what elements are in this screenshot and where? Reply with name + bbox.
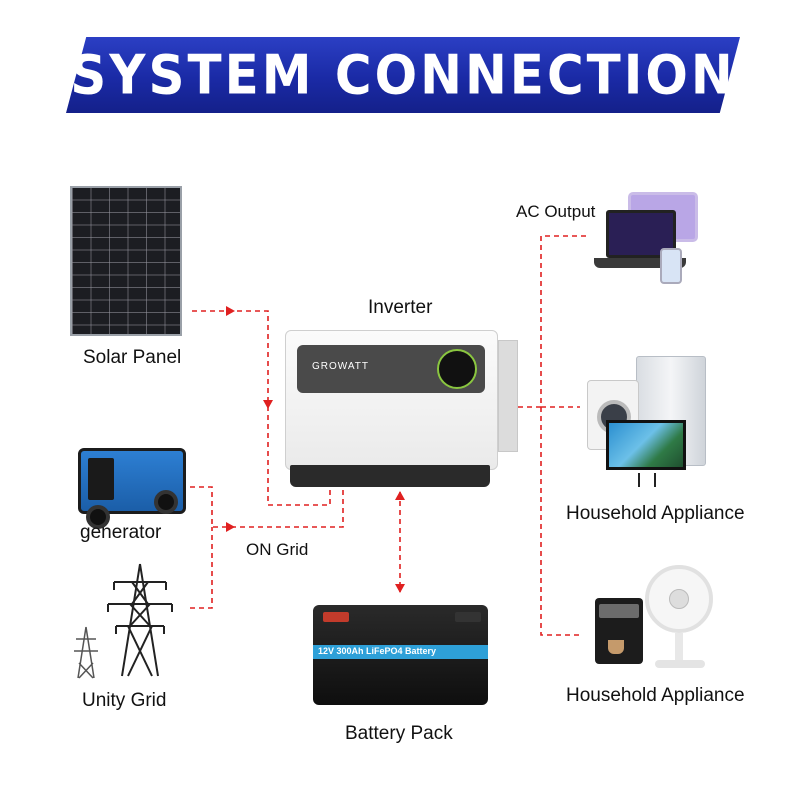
generator-wheel-icon: [154, 490, 178, 514]
television-stand: [638, 473, 656, 487]
fan-stem: [675, 633, 683, 663]
unity-grid-label: Unity Grid: [82, 690, 167, 711]
battery-label-stripe: [313, 645, 488, 659]
arrow-right-icon: [226, 306, 235, 316]
television-image: [606, 420, 686, 470]
inverter-label: Inverter: [368, 297, 433, 318]
generator-label: generator: [80, 522, 162, 543]
inverter-connectors: [290, 465, 490, 487]
small-power-tower-icon: [74, 626, 98, 679]
battery-spec-label: 12V 300Ah LiFePO4 Battery: [318, 646, 437, 656]
inverter-side: [498, 340, 518, 452]
solar-panel-image: [70, 186, 182, 336]
battery-pack-label: Battery Pack: [345, 723, 453, 744]
generator-wheel-icon: [86, 505, 110, 529]
title-banner: [66, 37, 740, 113]
battery-positive-terminal-icon: [323, 612, 349, 622]
power-tower-icon: [107, 563, 173, 677]
phone-image: [660, 248, 682, 284]
household-appliance-label: Household Appliance: [566, 503, 745, 524]
arrow-up-icon: [395, 491, 405, 500]
inverter-display-icon: [437, 349, 477, 389]
coffee-cup-icon: [608, 640, 624, 654]
generator-control-panel: [88, 458, 114, 500]
fan-base: [655, 660, 705, 668]
arrow-right-icon: [226, 522, 235, 532]
inverter-brand-logo: GROWATT: [312, 361, 369, 372]
solar-to-inverter-line: [192, 310, 331, 506]
grid-to-inverter-line: [190, 527, 213, 609]
solar-panel-label: Solar Panel: [83, 347, 182, 368]
ac-output-bus-line: [518, 235, 588, 408]
appliance-2-line: [540, 407, 582, 636]
ac-output-label: AC Output: [516, 202, 596, 221]
on-grid-label: ON Grid: [246, 540, 309, 559]
coffee-machine-top: [599, 604, 639, 618]
generator-to-inverter-line: [190, 486, 344, 528]
fan-hub-icon: [669, 589, 689, 609]
laptop-keyboard: [594, 258, 686, 268]
arrow-down-icon: [263, 400, 273, 409]
household-appliance-label: Household Appliance: [566, 685, 745, 706]
battery-negative-terminal-icon: [455, 612, 481, 622]
page-title: SYSTEM CONNECTION: [70, 43, 736, 107]
arrow-down-icon: [395, 584, 405, 593]
